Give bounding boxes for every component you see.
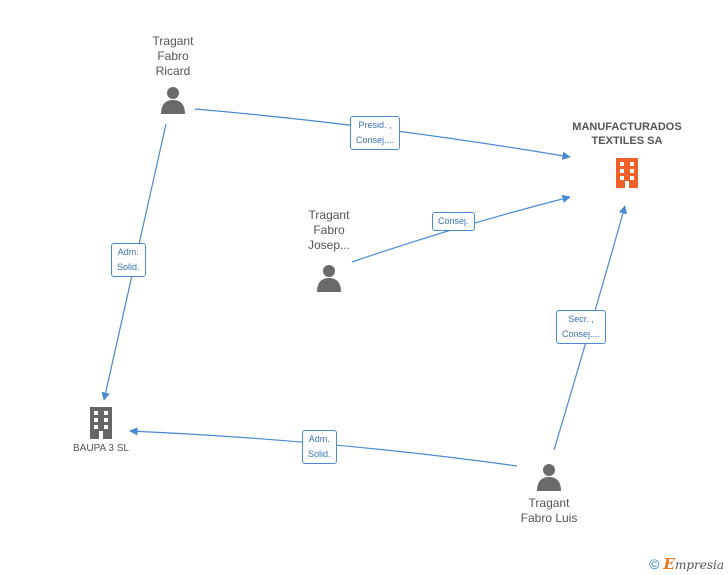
person-icon xyxy=(537,464,561,491)
edge-role: Consej.... xyxy=(562,329,601,339)
brand-text: mpresia xyxy=(674,558,724,572)
edge-role: Presid. , xyxy=(358,120,392,130)
building-icon xyxy=(616,158,638,188)
edge-role: Solid. xyxy=(117,262,140,272)
label-line: Tragant xyxy=(308,208,350,222)
node-label: Tragant Fabro Josep... xyxy=(286,208,372,253)
node-label: Tragant Fabro Ricard xyxy=(130,34,216,79)
edge-role: Solid. xyxy=(308,449,331,459)
footer-brand: © Empresia xyxy=(649,555,724,573)
label-line: Fabro Luis xyxy=(520,511,578,525)
edge-label-luis-manufacturados[interactable]: Secr. , Consej.... xyxy=(556,310,607,344)
label-line: Tragant xyxy=(528,496,570,510)
edge-label-ricard-manufacturados[interactable]: Presid. , Consej.... xyxy=(350,116,401,150)
node-tragant-fabro-ricard[interactable]: Tragant Fabro Ricard xyxy=(130,34,216,115)
label-line: MANUFACTURADOS xyxy=(572,121,682,133)
edge-role: Secr. , xyxy=(568,314,594,324)
brand-logo: Empresia xyxy=(664,555,725,573)
label-line: Josep... xyxy=(307,238,351,252)
node-tragant-fabro-luis[interactable]: Tragant Fabro Luis xyxy=(506,462,592,526)
company-name: BAUPA 3 SL xyxy=(73,443,129,454)
brand-initial: E xyxy=(663,555,675,573)
person-icon xyxy=(161,87,185,114)
edge-label-josep-manufacturados[interactable]: Consej. xyxy=(432,212,475,231)
label-line: Ricard xyxy=(155,64,191,78)
label-line: Tragant xyxy=(152,34,194,48)
person-icon xyxy=(317,265,341,292)
edge-role: Consej. xyxy=(438,216,469,226)
building-icon xyxy=(90,407,112,439)
copyright-icon: © xyxy=(649,556,660,572)
edge-role: Adm. xyxy=(117,247,139,257)
node-tragant-fabro-josep[interactable]: Tragant Fabro Josep... xyxy=(286,208,372,293)
company-name: MANUFACTURADOS TEXTILES SA xyxy=(560,120,694,148)
node-manufacturados-textiles[interactable]: MANUFACTURADOS TEXTILES SA xyxy=(560,120,694,188)
node-label: Tragant Fabro Luis xyxy=(506,496,592,526)
label-line: Fabro xyxy=(313,223,345,237)
edge-label-luis-baupa[interactable]: Adm. Solid. xyxy=(302,430,337,464)
label-line: Fabro xyxy=(157,49,189,63)
edge-role: Consej.... xyxy=(356,135,395,145)
node-baupa-3-sl[interactable]: BAUPA 3 SL xyxy=(56,405,146,454)
label-line: TEXTILES SA xyxy=(591,135,663,147)
edge-role: Adm. xyxy=(308,434,330,444)
edge-label-ricard-baupa[interactable]: Adm. Solid. xyxy=(111,243,146,277)
